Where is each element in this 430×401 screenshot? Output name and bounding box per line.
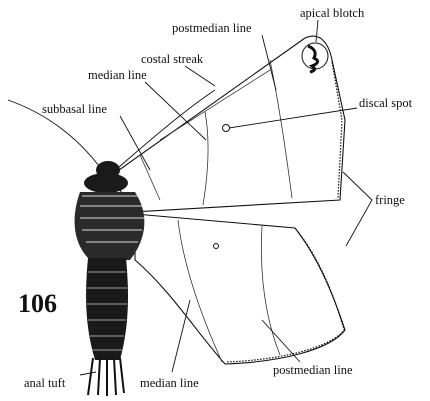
label-apical-blotch: apical blotch <box>300 6 365 20</box>
label-postmedian-line-top: postmedian line <box>172 21 252 35</box>
label-anal-tuft: anal tuft <box>24 376 66 390</box>
hindwing <box>135 214 345 364</box>
label-postmedian-line-bottom: postmedian line <box>273 363 353 377</box>
label-costal-streak: costal streak <box>141 52 204 66</box>
label-discal-spot: discal spot <box>359 96 413 110</box>
label-fringe: fringe <box>375 193 405 207</box>
figure-number: 106 <box>18 289 57 318</box>
label-median-line-top: median line <box>88 68 147 82</box>
moth-body <box>75 161 145 396</box>
leader-median-bottom <box>172 300 190 372</box>
leader-costal-streak <box>185 66 215 86</box>
leader-anal-tuft <box>80 372 96 375</box>
leader-fringe <box>343 172 372 246</box>
label-subbasal-line: subbasal line <box>42 102 107 116</box>
label-median-line-bottom: median line <box>140 376 199 390</box>
